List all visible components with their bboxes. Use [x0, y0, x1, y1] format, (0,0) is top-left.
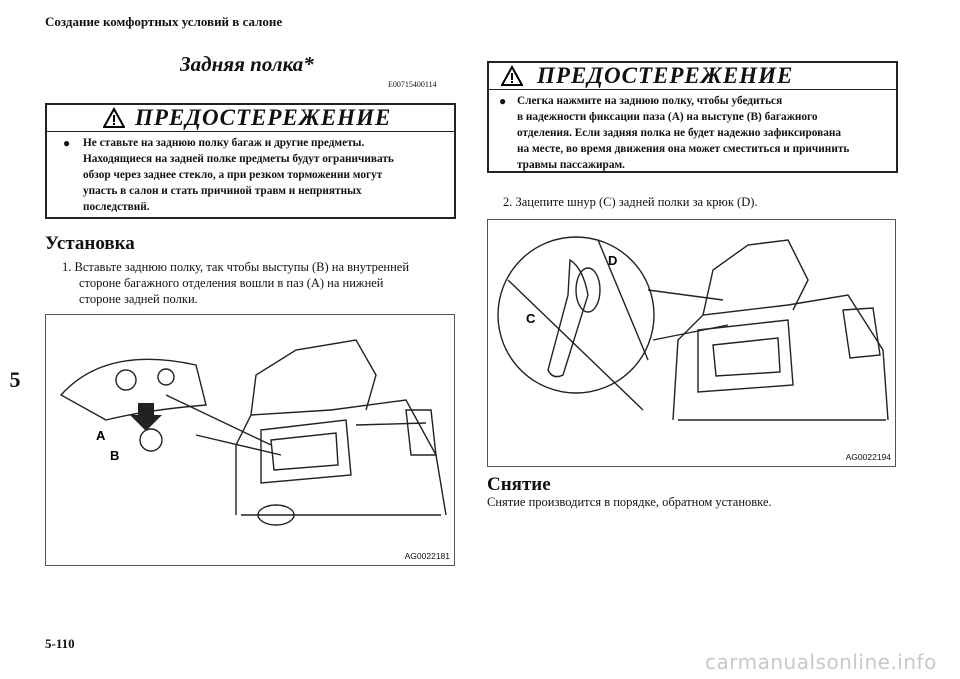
- page-number: 5-110: [45, 636, 75, 651]
- warning-line: отделения. Если задняя полка не будет на…: [517, 127, 842, 139]
- warning-triangle-icon: [501, 65, 523, 86]
- warning-title: ПРЕДОСТЕРЕЖЕНИЕ: [135, 105, 392, 130]
- step-line: стороне багажного отделения вошли в паз …: [79, 276, 384, 290]
- install-heading: Установка: [45, 233, 135, 254]
- warning-line: Не ставьте на заднюю полку багаж и други…: [83, 137, 365, 149]
- bullet-icon: ●: [499, 94, 507, 108]
- chapter-tab: 5: [9, 367, 21, 392]
- watermark: carmanualsonline.info: [705, 650, 937, 674]
- removal-text: Снятие производится в порядке, обратном …: [487, 495, 772, 509]
- warning-line: на месте, во время движения она может см…: [517, 143, 850, 155]
- label-b: B: [110, 448, 119, 463]
- rear-shelf-illustration: A B: [59, 339, 447, 526]
- running-header: Создание комфортных условий в салоне: [45, 14, 283, 29]
- step-line: стороне задней полки.: [79, 292, 198, 306]
- warning-line: в надежности фиксации паза (A) на выступ…: [517, 111, 818, 123]
- figure-cord-hook: D C AG0022194: [487, 219, 896, 467]
- warning-line: Слегка нажмите на заднюю полку, чтобы уб…: [517, 95, 783, 107]
- warning-title: ПРЕДОСТЕРЕЖЕНИЕ: [537, 63, 794, 88]
- warning-header: ПРЕДОСТЕРЕЖЕНИЕ: [47, 105, 454, 132]
- figure-code: AG0022181: [404, 551, 450, 561]
- install-step-1: 1. Вставьте заднюю полку, так чтобы выст…: [62, 259, 409, 307]
- warning-line: травмы пассажирам.: [517, 159, 625, 171]
- step-2: 2. Зацепите шнур (C) задней полки за крю…: [503, 195, 758, 209]
- warning-line: последствий.: [83, 201, 150, 213]
- label-a: A: [96, 428, 106, 443]
- warning-line: упасть в салон и стать причиной травм и …: [83, 185, 362, 197]
- figure-code: AG0022194: [845, 452, 891, 462]
- section-code: E00715400114: [388, 80, 437, 89]
- cord-hook-illustration: D C: [497, 236, 889, 421]
- warning-body: ● Не ставьте на заднюю полку багаж и дру…: [47, 132, 454, 219]
- label-d: D: [608, 253, 617, 268]
- warning-line: Находящиеся на задней полке предметы буд…: [83, 153, 394, 165]
- warning-body: ● Слегка нажмите на заднюю полку, чтобы …: [489, 90, 896, 177]
- warning-box-right: ПРЕДОСТЕРЕЖЕНИЕ ● Слегка нажмите на задн…: [487, 61, 898, 173]
- warning-triangle-icon: [103, 107, 125, 128]
- warning-header: ПРЕДОСТЕРЕЖЕНИЕ: [489, 63, 896, 90]
- step-line: 1. Вставьте заднюю полку, так чтобы выст…: [62, 260, 410, 274]
- warning-line: обзор через заднее стекло, а при резком …: [83, 169, 383, 181]
- label-c: C: [526, 311, 536, 326]
- section-title: Задняя полка*: [180, 52, 314, 76]
- removal-heading: Снятие: [487, 474, 551, 495]
- bullet-icon: ●: [63, 136, 71, 150]
- figure-shelf-install: A B AG0022181: [45, 314, 455, 566]
- warning-box-left: ПРЕДОСТЕРЕЖЕНИЕ ● Не ставьте на заднюю п…: [45, 103, 456, 219]
